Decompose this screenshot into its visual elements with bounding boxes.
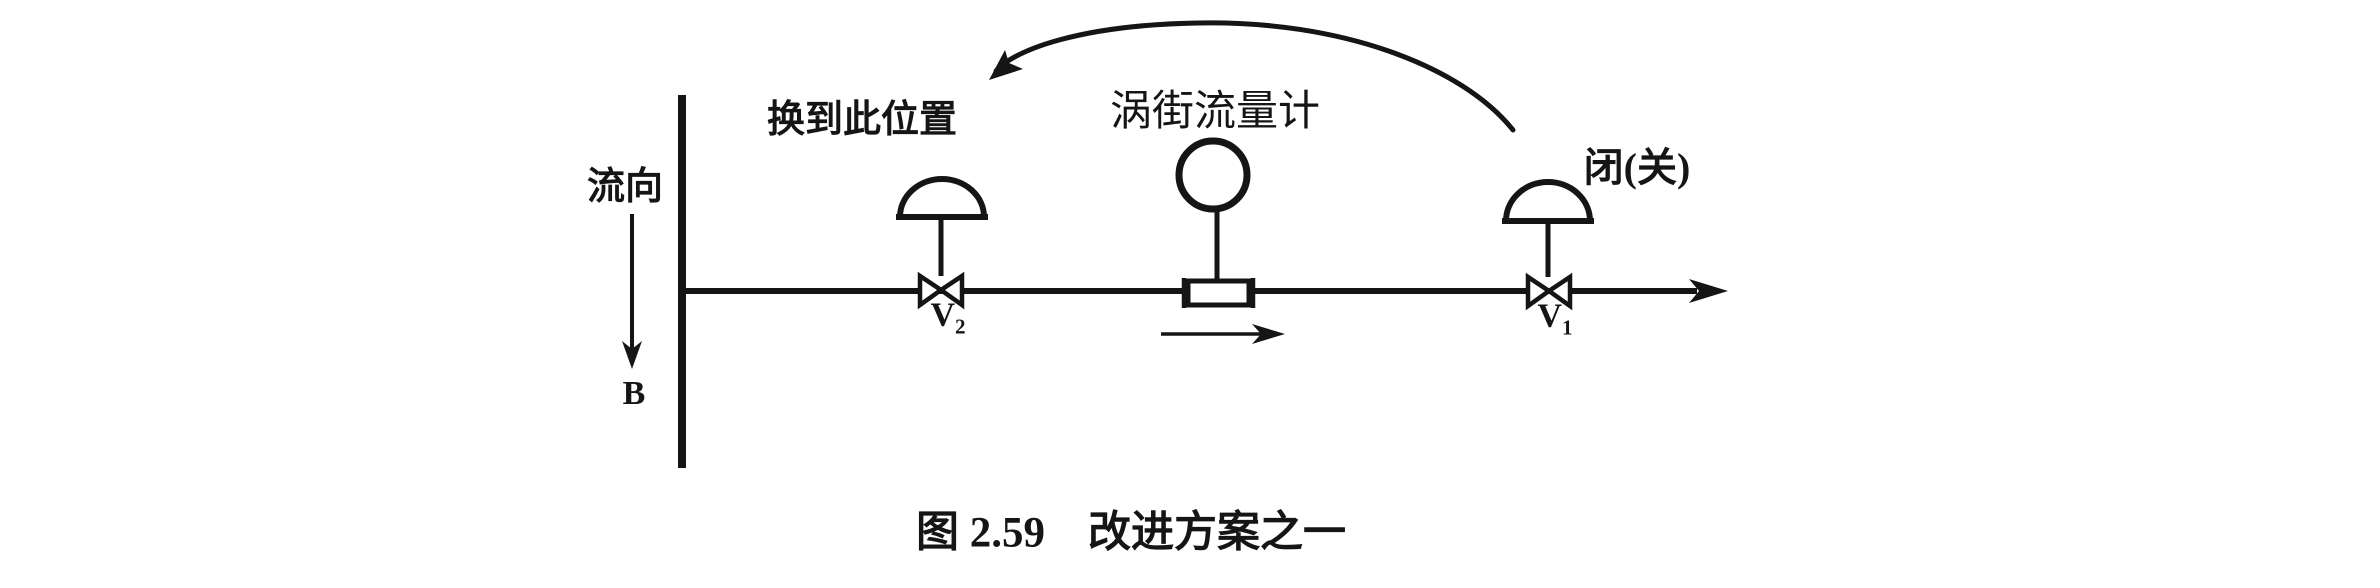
pipe-flow-arrow-icon	[1161, 324, 1285, 344]
flowmeter-body	[1185, 278, 1252, 308]
valve-v2-symbol	[896, 176, 988, 310]
valve-v1-symbol	[1502, 179, 1594, 311]
figure-caption: 图 2.59 改进方案之一	[916, 509, 1346, 557]
valve-v2-label-base: V	[930, 296, 956, 334]
closed-state-label: 闭(关)	[1583, 145, 1691, 190]
flowmeter-indicator-circle	[1175, 137, 1251, 213]
valve-v2-actuator-dome	[897, 176, 987, 218]
vortex-flowmeter-symbol	[1175, 137, 1256, 308]
valve-v2-label-subscript: 2	[955, 314, 966, 339]
valve-v1-label-base: V	[1537, 297, 1563, 335]
valve-v1-body-left	[1525, 272, 1553, 311]
vortex-flowmeter-label: 涡街流量计	[1109, 89, 1321, 135]
valve-v1-actuator-dome	[1503, 179, 1593, 222]
relocation-arrow-curve	[993, 20, 1516, 133]
flow-direction-arrowhead	[622, 341, 642, 369]
valve-v2-label: V2	[930, 296, 966, 339]
pipe-end-arrowhead-icon	[1689, 279, 1728, 303]
move-to-position-label: 换到此位置	[766, 99, 958, 141]
valve-v2-body-left	[917, 271, 945, 310]
valve-v1-label-subscript: 1	[1562, 315, 1573, 340]
relocation-arrowhead	[989, 50, 1023, 80]
valve-v1-body-right	[1545, 272, 1573, 311]
valve-v1-label: V1	[1537, 297, 1573, 340]
flow-direction-label: 流向	[586, 166, 664, 208]
valve-v2-body-right	[937, 271, 965, 310]
pipe-flow-arrowhead	[1252, 324, 1285, 344]
flow-direction-arrow-icon	[622, 214, 642, 369]
header-pipe-label: B	[622, 375, 646, 412]
relocation-curved-arrow-icon	[989, 20, 1516, 133]
